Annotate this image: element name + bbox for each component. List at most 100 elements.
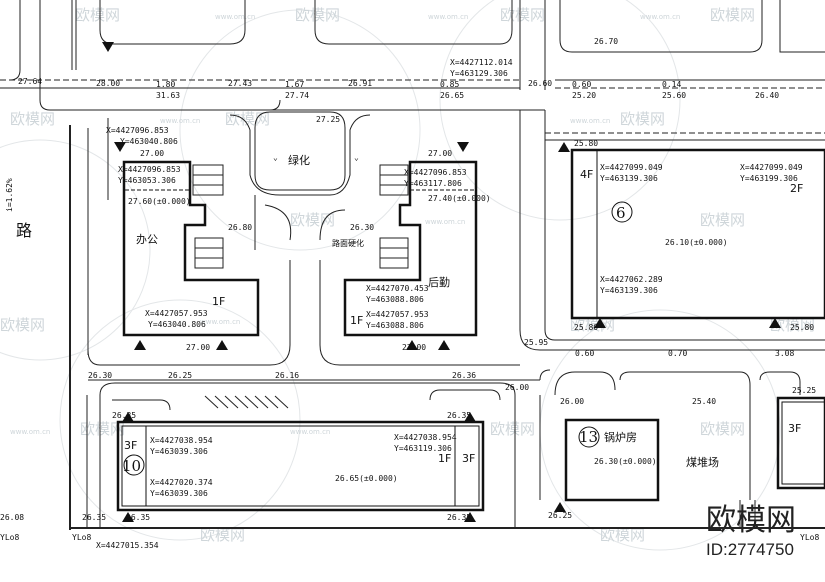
elevation-text: 26.80 — [228, 223, 252, 232]
building-10-inner — [121, 425, 480, 507]
elevation-text: 26.16 — [275, 371, 299, 380]
watermark-text: 欧模网 — [225, 110, 270, 128]
watermark-text: 欧模网 — [10, 110, 55, 128]
elevation-text: 31.63 — [156, 91, 180, 100]
elevation-text: 26.65 — [440, 91, 464, 100]
logistics-coord-y: Y=463117.806 — [404, 179, 462, 188]
logistics-coord3-y: Y=463088.806 — [366, 321, 424, 330]
office-building — [122, 160, 260, 337]
watermark-url: www.om.cn — [10, 428, 50, 436]
green-area-symbol: ⌄ — [273, 153, 278, 162]
boiler-room-marker — [578, 426, 600, 448]
elevation-text: Y=463129.306 — [450, 69, 508, 78]
boiler-room-number: 13 — [579, 428, 598, 446]
elevation-text: 26.36 — [452, 371, 476, 380]
watermark-text: 欧模网 — [620, 110, 665, 128]
elevation-text: YLo8 — [0, 533, 19, 542]
elevation-text: 26.91 — [348, 79, 372, 88]
building-10-floors-mid: 1F — [438, 452, 451, 465]
building-10-c2y: Y=463119.306 — [394, 444, 452, 453]
boiler-room-outline — [564, 418, 660, 502]
elevation-text: 1.67 — [285, 80, 304, 89]
office-coord0-x: X=4427096.853 — [106, 126, 169, 135]
building-10-elevation: 26.65(±0.000) — [335, 474, 398, 483]
building-10-c2x: X=4427038.954 — [394, 433, 457, 442]
elevation-text: 26.08 — [0, 513, 24, 522]
office-floors: 1F — [212, 295, 225, 308]
elevation-text: 0.60 — [575, 349, 594, 358]
building-6-c3y: Y=463139.306 — [600, 286, 658, 295]
elevation-text: 26.25 — [168, 371, 192, 380]
elevation-text: 0.60 — [572, 80, 591, 89]
elevation-text: 26.35 — [112, 411, 136, 420]
building-6-outline — [570, 148, 825, 320]
watermark-text: 欧模网 — [0, 316, 45, 334]
brand-logo: 欧模网 ID:2774750 — [706, 503, 796, 559]
building-6-corner-elev: 25.80 — [790, 323, 814, 332]
logistics-label: 后勤 — [428, 276, 450, 289]
watermark-text: 欧模网 — [710, 6, 755, 24]
elevation-text: 25.95 — [524, 338, 548, 347]
watermark-url: www.om.cn — [160, 117, 200, 125]
elevation-text: X=4427015.354 — [96, 541, 159, 550]
elevation-text: 27.64 — [18, 77, 42, 86]
elevation-text: 26.40 — [755, 91, 779, 100]
watermark-layer: 欧模网 欧模网 欧模网 欧模网 www.om.cn www.om.cn www.… — [0, 6, 815, 544]
elevation-labels: 27.64 28.00 1.80 31.63 27.43 1.67 27.74 … — [0, 37, 819, 550]
logistics-elevation: 27.40(±0.000) — [428, 194, 491, 203]
elevation-text: 0.14 — [662, 80, 681, 89]
office-coord-y: Y=463053.306 — [118, 176, 176, 185]
watermark-text: 欧模网 — [290, 211, 335, 229]
building-6-corner-elev: 25.80 — [574, 139, 598, 148]
watermark-url: www.om.cn — [640, 13, 680, 21]
green-area-symbol: ⌄ — [354, 153, 359, 162]
logistics-coord2-y: Y=463088.806 — [366, 295, 424, 304]
boiler-room-label: 锅炉房 — [604, 431, 637, 444]
building-10-c3y: Y=463039.306 — [150, 489, 208, 498]
elevation-text: 0.70 — [668, 349, 687, 358]
right-building-floors: 3F — [788, 422, 801, 435]
watermark-url: www.om.cn — [215, 13, 255, 21]
watermark-url: www.om.cn — [570, 117, 610, 125]
watermark-text: 欧模网 — [490, 420, 535, 438]
elevation-text: 27.00 — [402, 343, 426, 352]
brand-id: ID:2774750 — [706, 540, 794, 559]
office-coord0-y: Y=463040.806 — [120, 137, 178, 146]
building-10-c1y: Y=463039.306 — [150, 447, 208, 456]
logistics-coord2-x: X=4427070.453 — [366, 284, 429, 293]
green-area-label: 绿化 — [288, 153, 310, 167]
watermark-text: 欧模网 — [770, 316, 815, 334]
boiler-room-elevation: 26.30(±0.000) — [594, 457, 657, 466]
elevation-text: YLo8 — [72, 533, 91, 542]
office-coord-x: X=4427096.853 — [118, 165, 181, 174]
building-10-marker — [123, 454, 145, 476]
elevation-text: 27.00 — [140, 149, 164, 158]
watermark-url: www.om.cn — [200, 318, 240, 326]
watermark-text: 欧模网 — [700, 420, 745, 438]
elevation-text: 1.80 — [156, 80, 175, 89]
elevation-text: 0.85 — [440, 80, 459, 89]
road-label: 路 — [16, 221, 32, 240]
elevation-text: 26.70 — [594, 37, 618, 46]
watermark-url: www.om.cn — [425, 218, 465, 226]
elevation-text: 26.35 — [447, 411, 471, 420]
elevation-text: 26.35 — [82, 513, 106, 522]
office-steps — [192, 164, 224, 269]
brand-logo-text: 欧模网 — [706, 503, 796, 538]
elevation-text: 26.00 — [560, 397, 584, 406]
watermark-circles — [0, 0, 781, 551]
building-6-elevation: 26.10(±0.000) — [665, 238, 728, 247]
elevation-text: 26.30 — [350, 223, 374, 232]
elevation-text: YLo8 — [800, 533, 819, 542]
elevation-text: 27.25 — [316, 115, 340, 124]
elevation-text: 26.35 — [126, 513, 150, 522]
watermark-text: 欧模网 — [570, 316, 615, 334]
watermark-text: 欧模网 — [700, 211, 745, 229]
logistics-building — [343, 160, 478, 337]
road-curbs — [0, 0, 825, 530]
building-10-c1x: X=4427038.954 — [150, 436, 213, 445]
building-10-number: 10 — [122, 457, 141, 475]
building-6-floors-left: 4F — [580, 168, 593, 181]
elevation-text: 25.40 — [692, 397, 716, 406]
